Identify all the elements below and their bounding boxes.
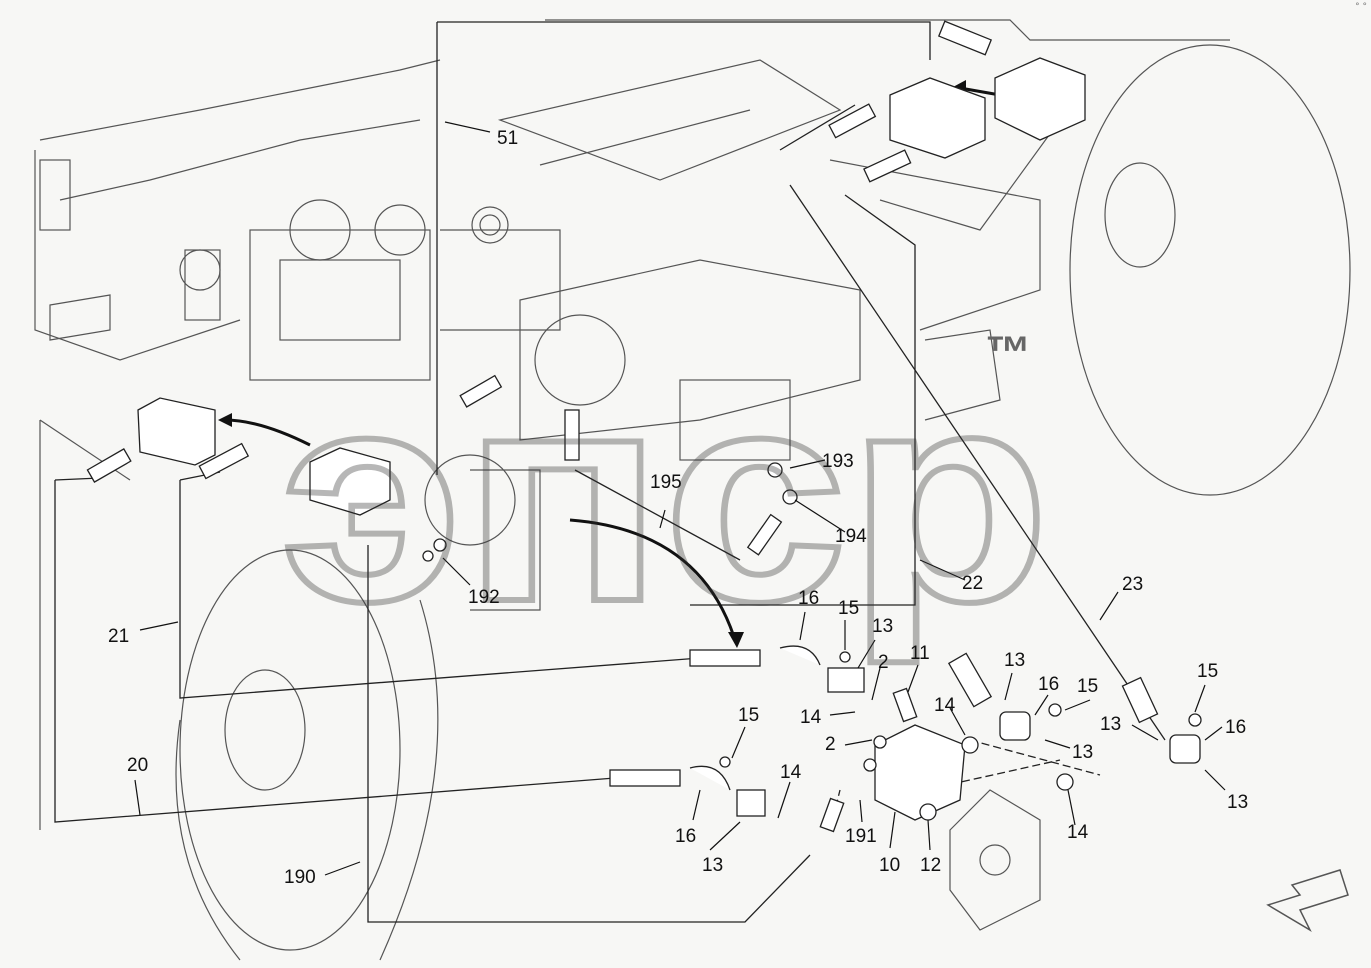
arrow-main: [569, 518, 737, 641]
callout-193: 193: [822, 451, 854, 472]
hose-21: [179, 480, 701, 699]
callout-13: 13: [1004, 650, 1025, 671]
flywheel: [424, 454, 516, 546]
flow-arrows: [224, 86, 1001, 641]
callout-11: 11: [910, 643, 930, 664]
flange-16: [999, 711, 1031, 741]
callout-12: 12: [920, 855, 941, 876]
callout-13: 13: [1100, 714, 1121, 735]
hose-lines: [54, 21, 1166, 923]
callout-14: 14: [780, 762, 802, 783]
callout-191: 191: [845, 826, 877, 847]
manifold-10: [874, 724, 966, 821]
hose-22: [690, 194, 916, 606]
callout-15: 15: [1077, 676, 1098, 697]
callout-13: 13: [702, 855, 723, 876]
engine-housing: [519, 259, 861, 441]
corner-mark: ° °: [1355, 2, 1367, 12]
callout-23: 23: [1122, 574, 1143, 595]
hose-20: [54, 480, 616, 823]
watermark: эпср: [277, 325, 1053, 669]
arrow-left-valve: [224, 418, 311, 447]
front-drum: [179, 549, 401, 951]
drive-pump: [949, 789, 1041, 931]
hose-23: [789, 184, 1166, 741]
callout-16: 16: [675, 826, 696, 847]
callout-16: 16: [798, 588, 819, 609]
elbow-16: [779, 645, 821, 666]
valve-block-upper-b: [994, 57, 1086, 141]
callout-14: 14: [934, 695, 956, 716]
engine-block: [249, 229, 431, 381]
valve-block-center: [309, 447, 391, 516]
callout-14: 14: [1067, 822, 1089, 843]
o-ring-14b: [1056, 773, 1074, 791]
callout-13: 13: [1072, 742, 1093, 763]
callout-190: 190: [284, 867, 316, 888]
callout-195: 195: [650, 472, 682, 493]
callout-51: 51: [497, 128, 518, 149]
callout-22: 22: [962, 573, 983, 594]
label-leaders: [134, 121, 1226, 876]
flange-13: [827, 667, 865, 693]
callout-21: 21: [108, 626, 129, 647]
callout-16: 16: [1225, 717, 1246, 738]
o-ring-14: [961, 736, 979, 754]
callout-20: 20: [127, 755, 148, 776]
callout-14: 14: [800, 707, 822, 728]
callout-13: 13: [1227, 792, 1248, 813]
callout-15: 15: [838, 598, 859, 619]
callout-13: 13: [872, 616, 893, 637]
callout-2: 2: [825, 734, 836, 755]
callout-labels: 51 193 195 194 192 22 23 21 16 15 13 11 …: [108, 128, 1248, 888]
o-ring-12: [919, 803, 937, 821]
valve-block-left: [137, 397, 216, 466]
pump-unit: [679, 379, 791, 461]
watermark-trademark: ™: [985, 326, 1031, 378]
hose-end-21: [689, 649, 761, 667]
machine-outline: [34, 19, 1351, 961]
hose-190: [367, 545, 811, 923]
arrow-right-valve: [959, 86, 1001, 97]
callout-15: 15: [1197, 661, 1218, 682]
front-frame: [34, 150, 241, 361]
hose-end-20: [609, 769, 681, 787]
direction-arrow-icon: [1266, 869, 1349, 932]
components: [86, 20, 1202, 833]
callout-192: 192: [468, 587, 500, 608]
valve-block-upper: [889, 77, 986, 159]
callout-15: 15: [738, 705, 759, 726]
rear-drum: [1069, 44, 1351, 496]
flange-16b: [1169, 734, 1201, 764]
flange-13b: [736, 789, 766, 817]
callout-16: 16: [1038, 674, 1059, 695]
callout-10: 10: [879, 855, 900, 876]
callout-194: 194: [835, 526, 867, 547]
callout-2: 2: [878, 652, 889, 673]
elbow-16b: [689, 765, 731, 791]
watermark-text: эпср: [280, 328, 1050, 666]
